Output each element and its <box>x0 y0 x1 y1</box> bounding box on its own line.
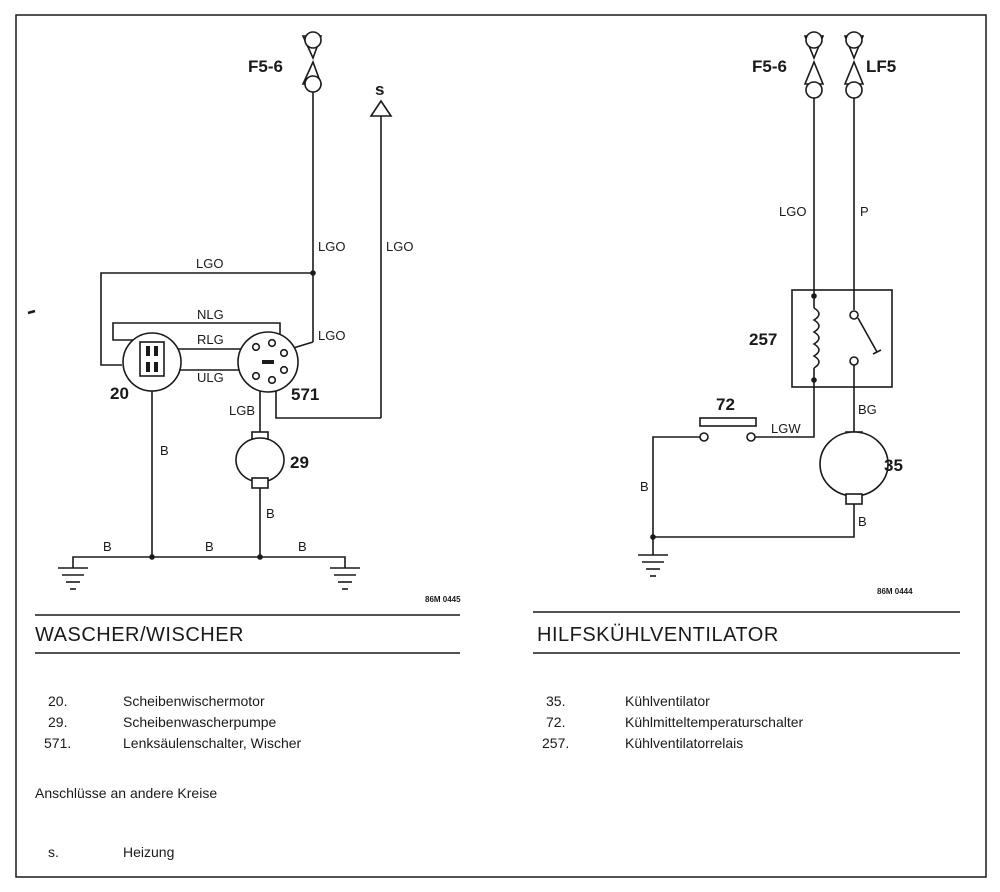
right-legend: 35. Kühlventilator 72. Kühlmitteltempera… <box>542 693 804 751</box>
left-legend: 20. Scheibenwischermotor 29. Scheibenwas… <box>44 693 302 751</box>
fuse-label-right-2: LF5 <box>866 57 896 76</box>
wire-label-lgw: LGW <box>771 421 801 436</box>
wire-label-b-ground-2: B <box>205 539 214 554</box>
component-35-cooling-fan <box>819 431 889 505</box>
wire-label-bg: BG <box>858 402 877 417</box>
ground-symbol-right-circuit <box>638 554 668 577</box>
component-35-label: 35 <box>884 456 903 475</box>
legend-num: 72. <box>546 714 565 730</box>
ground-symbol-left <box>58 567 88 590</box>
wire-label-lgo-top: LGO <box>196 256 223 271</box>
legend-num: 20. <box>48 693 67 709</box>
fuse-f5-6-right <box>803 31 825 99</box>
component-20-label: 20 <box>110 384 129 403</box>
fuse-label-left: F5-6 <box>248 57 283 76</box>
wire-label-b-fan: B <box>858 514 867 529</box>
stray-mark <box>27 309 36 315</box>
component-571-column-switch <box>237 331 299 393</box>
component-29-washer-pump <box>235 431 285 489</box>
wire-label-lgo-right: LGO <box>779 204 806 219</box>
legend-text: Kühlventilator <box>625 693 710 709</box>
legend-text: Scheibenwischermotor <box>123 693 265 709</box>
component-29-label: 29 <box>290 453 309 472</box>
wire-label-b-left-right: B <box>640 479 649 494</box>
wire-label-ulg: ULG <box>197 370 224 385</box>
wire-label-b-pump: B <box>266 506 275 521</box>
legend-text: Kühlventilatorrelais <box>625 735 743 751</box>
fuse-lf5 <box>843 31 865 99</box>
wire-label-lgo-mid: LGO <box>318 328 345 343</box>
component-571-label: 571 <box>291 385 319 404</box>
component-72-label: 72 <box>716 395 735 414</box>
component-72-temp-switch <box>699 417 757 442</box>
wire-label-b-ground-3: B <box>298 539 307 554</box>
component-257-relay-box <box>791 289 893 388</box>
legend-text: Scheibenwascherpumpe <box>123 714 277 730</box>
wire-label-nlg: NLG <box>197 307 224 322</box>
wire-label-lgo-s: LGO <box>386 239 413 254</box>
wire-label-rlg: RLG <box>197 332 224 347</box>
component-20-wiper-motor <box>122 332 182 392</box>
relay-contact <box>849 290 882 387</box>
wire-label-b-ground-1: B <box>103 539 112 554</box>
left-circuit: F5-6 s <box>58 31 461 604</box>
fuse-label-right-1: F5-6 <box>752 57 787 76</box>
wire-label-b-motor: B <box>160 443 169 458</box>
legend-text: Kühlmitteltemperaturschalter <box>625 714 804 730</box>
ground-symbol-right <box>330 567 360 590</box>
legend-num: 29. <box>48 714 67 730</box>
wire-label-lgb: LGB <box>229 403 255 418</box>
legend-text: Lenksäulenschalter, Wischer <box>123 735 302 751</box>
right-circuit: F5-6 LF5 257 <box>638 31 913 596</box>
right-diagram-title: HILFSKÜHLVENTILATOR <box>537 624 779 646</box>
connection-num: s. <box>48 844 59 860</box>
left-diagram-title: WASCHER/WISCHER <box>35 624 244 646</box>
wire-label-lgo-main: LGO <box>318 239 345 254</box>
fuse-f5-6-left <box>301 31 323 93</box>
connector-s-label: s <box>375 80 384 99</box>
diagram-code-left: 86M 0445 <box>425 595 461 604</box>
legend-num: 257. <box>542 735 569 751</box>
connection-text: Heizung <box>123 844 174 860</box>
wire-label-p: P <box>860 204 869 219</box>
connections-heading: Anschlüsse an andere Kreise <box>35 785 217 801</box>
component-257-label: 257 <box>749 330 777 349</box>
legend-num: 35. <box>546 693 565 709</box>
connector-s-triangle <box>369 99 393 117</box>
legend-num: 571. <box>44 735 71 751</box>
page-frame <box>15 14 987 878</box>
relay-coil <box>811 290 820 387</box>
diagram-code-right: 86M 0444 <box>877 587 913 596</box>
